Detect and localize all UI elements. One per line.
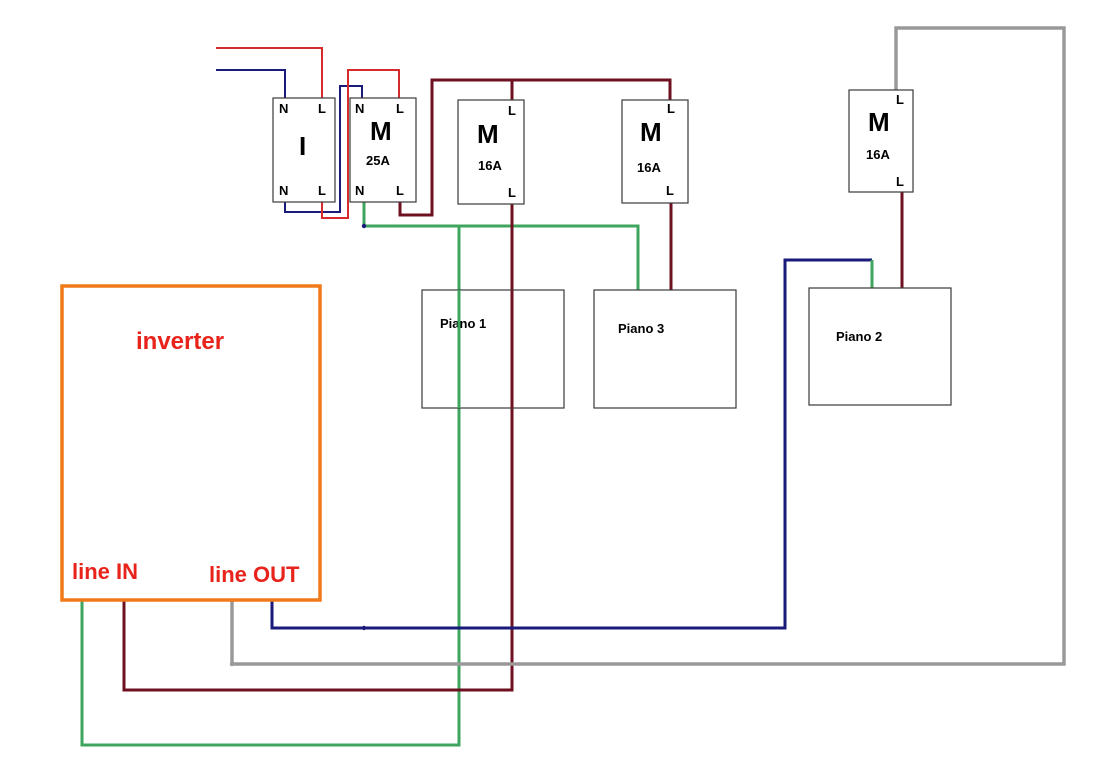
- breaker-piano2-terminal-bottom-l: L: [896, 174, 904, 189]
- breaker-piano2-rating: 16A: [866, 147, 890, 162]
- breaker-16a-piano1: L M 16A L: [457, 99, 525, 205]
- junction-dot: [229, 661, 235, 667]
- breaker-25a-terminal-bottom-n: N: [355, 183, 364, 198]
- piano-1-box: Piano 1: [421, 289, 565, 409]
- breaker-16a-piano3: L M 16A L: [621, 99, 689, 204]
- junction-dot: [361, 223, 367, 229]
- main-switch-terminal-top-l: L: [318, 101, 326, 116]
- breaker-16a-piano2: L M 16A L: [848, 89, 914, 193]
- live-to-inverter-wire: [122, 200, 514, 692]
- main-switch-symbol: I: [299, 131, 306, 161]
- main-switch: N L I N L: [272, 97, 336, 203]
- breaker-piano2-symbol: M: [868, 107, 890, 137]
- breaker-25a-rating: 25A: [366, 153, 390, 168]
- inverter-out-neutral-wire: [270, 258, 872, 630]
- inverter-line-in-label: line IN: [72, 559, 138, 584]
- breaker-piano1-terminal-bottom-l: L: [508, 185, 516, 200]
- main-switch-terminal-top-n: N: [279, 101, 288, 116]
- breaker-25a: N L M 25A N L: [349, 97, 417, 203]
- incoming-neutral-wire: [216, 69, 286, 100]
- piano-3-box: Piano 3: [593, 289, 737, 409]
- switch-to-breaker-live-wire: [321, 69, 400, 219]
- incoming-live-wire: [216, 47, 323, 100]
- breaker-25a-terminal-top-l: L: [396, 101, 404, 116]
- earth-bus-wire: [362, 202, 640, 290]
- junction-dot: [361, 625, 367, 631]
- breaker-25a-terminal-top-n: N: [355, 101, 364, 116]
- breaker-25a-terminal-bottom-l: L: [396, 183, 404, 198]
- breaker-25a-symbol: M: [370, 116, 392, 146]
- inverter-box: inverter line IN line OUT: [60, 284, 322, 602]
- inverter-out-gray-wire: [230, 26, 1066, 666]
- breaker-piano1-symbol: M: [477, 119, 499, 149]
- breaker-piano3-symbol: M: [640, 117, 662, 147]
- piano-1-label: Piano 1: [440, 316, 486, 331]
- piano-2-label: Piano 2: [836, 329, 882, 344]
- breaker-piano1-rating: 16A: [478, 158, 502, 173]
- switch-to-breaker-neutral-wire: [284, 85, 363, 213]
- main-switch-terminal-bottom-n: N: [279, 183, 288, 198]
- earth-to-inverter-wire: [80, 226, 461, 747]
- breaker-piano3-rating: 16A: [637, 160, 661, 175]
- live-bus-wire: [398, 78, 672, 217]
- breaker-piano3-terminal-top-l: L: [667, 101, 675, 116]
- main-switch-terminal-bottom-l: L: [318, 183, 326, 198]
- piano-3-label: Piano 3: [618, 321, 664, 336]
- inverter-title: inverter: [136, 328, 224, 355]
- breaker-piano2-terminal-top-l: L: [896, 92, 904, 107]
- piano-2-box: Piano 2: [808, 287, 952, 406]
- inverter-line-out-label: line OUT: [209, 562, 300, 587]
- breaker-piano1-terminal-top-l: L: [508, 103, 516, 118]
- breaker-piano3-terminal-bottom-l: L: [666, 183, 674, 198]
